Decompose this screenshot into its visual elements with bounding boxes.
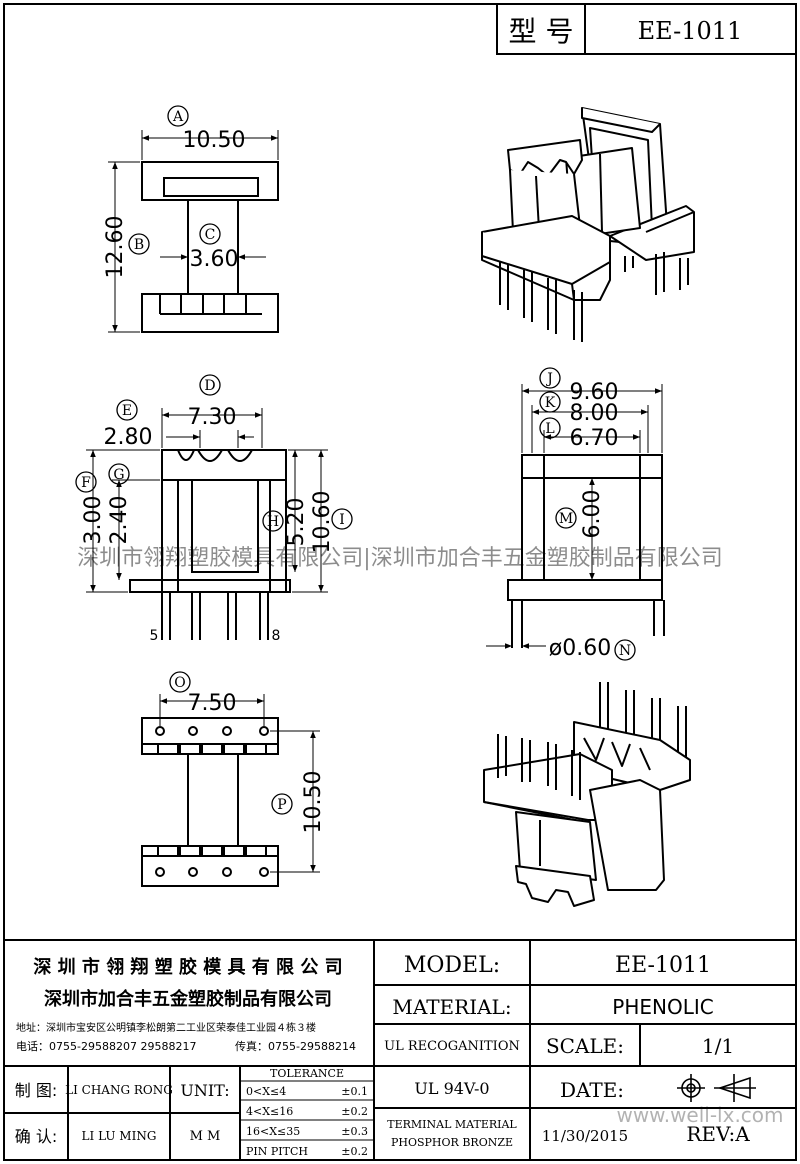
- model-label: MODEL:: [404, 953, 500, 978]
- tolerance-title: TOLERANCE: [270, 1067, 344, 1080]
- company-name-1: 深 圳 市 翎 翔 塑 胶 模 具 有 限 公 司: [33, 956, 342, 978]
- terminal-line-1: TERMINAL MATERIAL: [387, 1118, 517, 1131]
- tolerance-value: ±0.3: [341, 1125, 368, 1138]
- dim-a-value: 10.50: [183, 128, 246, 153]
- svg-text:F: F: [81, 475, 91, 491]
- tolerance-range: 0<X≤4: [246, 1085, 286, 1098]
- sheet-border: [3, 3, 797, 1161]
- scale-value: 1/1: [702, 1034, 734, 1058]
- dim-g-value: 2.40: [107, 496, 132, 545]
- dim-p-value: 10.50: [301, 771, 326, 834]
- dim-o-value: 7.50: [188, 691, 237, 716]
- company-address: 地址：深圳市宝安区公明镇李松朗第二工业区荣泰佳工业园４栋３楼: [16, 1021, 316, 1034]
- bottom-view: [141, 694, 320, 887]
- tolerance-range: 4<X≤16: [246, 1105, 293, 1118]
- date-label: DATE:: [560, 1078, 624, 1102]
- ul-value: UL 94V-0: [414, 1079, 489, 1098]
- company-name-2: 深圳市加合丰五金塑胶制品有限公司: [44, 988, 332, 1010]
- svg-text:B: B: [134, 237, 144, 253]
- pin-label-right: 8: [272, 628, 281, 644]
- pin-label-left: 5: [150, 628, 159, 644]
- marker-e: E: [116, 399, 138, 421]
- company-phone: 电话：0755-29588207 29588217: [16, 1040, 196, 1053]
- marker-l: L: [539, 417, 561, 439]
- drawn-value: LI CHANG RONG: [65, 1083, 173, 1097]
- dim-j-value: 9.60: [570, 380, 619, 405]
- header-block: 型 号 EE-1011: [496, 3, 797, 55]
- marker-c: C: [199, 223, 221, 245]
- dim-n-value: ø0.60: [549, 636, 611, 661]
- model-value: EE-1011: [615, 953, 711, 978]
- svg-text:D: D: [204, 378, 215, 394]
- marker-k: K: [539, 391, 561, 413]
- scale-label: SCALE:: [546, 1034, 624, 1058]
- svg-text:C: C: [205, 227, 216, 243]
- marker-b: B: [128, 233, 150, 255]
- svg-text:J: J: [545, 371, 553, 387]
- dim-i-value: 10.60: [310, 491, 335, 554]
- svg-text:O: O: [174, 675, 185, 691]
- tolerance-value: ±0.2: [341, 1145, 368, 1158]
- marker-i: I: [331, 508, 353, 530]
- drawn-label: 制 图:: [15, 1081, 57, 1100]
- material-label: MATERIAL:: [392, 995, 511, 1019]
- material-value: PHENOLIC: [612, 995, 713, 1019]
- company-fax: 传真：0755-29588214: [235, 1039, 356, 1053]
- check-label: 确 认:: [15, 1127, 57, 1146]
- projection-symbol-icon: [677, 1074, 756, 1102]
- marker-f: F: [75, 471, 97, 493]
- marker-o: O: [169, 671, 191, 693]
- dim-l-value: 6.70: [570, 426, 619, 451]
- svg-text:L: L: [545, 421, 554, 437]
- front-view: [86, 408, 328, 640]
- tolerance-value: ±0.1: [341, 1085, 368, 1098]
- tolerance-range: PIN PITCH: [246, 1145, 308, 1158]
- check-value: LI LU MING: [82, 1129, 157, 1143]
- dim-d-value: 7.30: [188, 405, 237, 430]
- isometric-view-top: [481, 107, 695, 342]
- type-label: 型 号: [509, 15, 574, 48]
- marker-d: D: [199, 374, 221, 396]
- marker-g: G: [108, 463, 130, 485]
- marker-p: P: [271, 793, 293, 815]
- unit-label: UNIT:: [180, 1081, 229, 1100]
- svg-text:G: G: [113, 467, 124, 483]
- svg-text:A: A: [172, 109, 184, 125]
- unit-value: M M: [190, 1129, 221, 1144]
- isometric-view-bottom: [483, 682, 691, 907]
- svg-text:P: P: [277, 797, 286, 813]
- svg-text:H: H: [267, 514, 279, 530]
- tolerance-range: 16<X≤35: [246, 1125, 300, 1138]
- svg-text:M: M: [559, 511, 573, 527]
- terminal-line-2: PHOSPHOR BRONZE: [391, 1136, 513, 1149]
- svg-text:K: K: [545, 395, 556, 411]
- dim-c-value: 3.60: [190, 247, 239, 272]
- svg-text:E: E: [122, 403, 132, 419]
- title-block-grid: [4, 939, 796, 1160]
- top-view: [108, 130, 279, 333]
- dim-k-value: 8.00: [570, 401, 619, 426]
- date-value: 11/30/2015: [542, 1127, 628, 1145]
- dim-m-value: 6.00: [580, 490, 605, 539]
- marker-a: A: [167, 105, 189, 127]
- rev-label: REV:A: [686, 1122, 750, 1146]
- marker-n: N: [614, 639, 636, 661]
- marker-j: J: [539, 367, 561, 389]
- dim-b-value: 12.60: [103, 216, 128, 279]
- tolerance-value: ±0.2: [341, 1105, 368, 1118]
- svg-text:N: N: [619, 643, 631, 659]
- dim-e-value: 2.80: [104, 425, 153, 450]
- svg-text:I: I: [339, 512, 345, 528]
- dim-f-value: 3.00: [81, 496, 106, 545]
- marker-h: H: [262, 510, 284, 532]
- watermark-text: 深圳市翎翔塑胶模具有限公司|深圳市加合丰五金塑胶制品有限公司: [77, 546, 722, 571]
- dim-h-value: 5.20: [284, 498, 309, 547]
- marker-m: M: [555, 507, 577, 529]
- ul-label: UL RECOGANITION: [384, 1039, 520, 1054]
- dimension-markers: A B C D E F G H I JKL M N O P: [75, 105, 636, 815]
- model-code: EE-1011: [638, 17, 743, 45]
